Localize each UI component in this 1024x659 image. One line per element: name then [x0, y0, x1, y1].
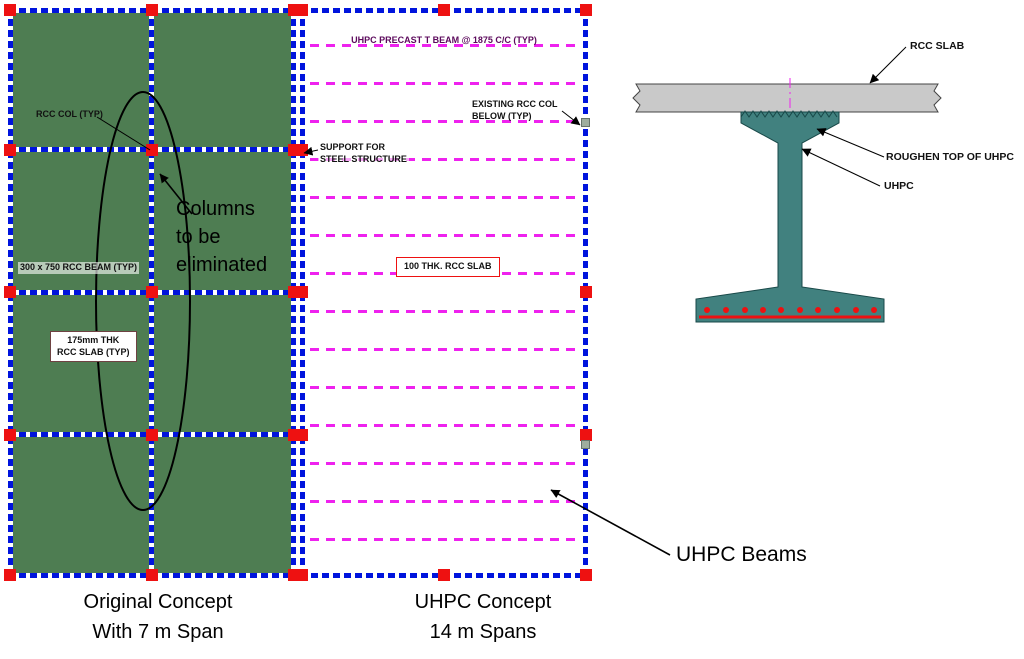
uhpc-caption-line1: UHPC Concept — [414, 591, 552, 613]
section-rcc-slab — [632, 83, 942, 113]
rcc-column-marker — [4, 286, 16, 298]
rcc-column-marker — [438, 569, 450, 581]
rcc-column-marker — [146, 144, 158, 156]
rcc-col-label: RCC COL (TYP) — [36, 109, 103, 119]
uhpc-precast-beam-line — [310, 462, 578, 465]
slab-panel — [13, 13, 149, 147]
slab-panel — [154, 437, 291, 573]
existing-col-label: EXISTING RCC COL BELOW (TYP) — [472, 99, 558, 122]
uhpc-precast-beam-line — [310, 310, 578, 313]
rcc-slab-box-line2: RCC SLAB (TYP) — [57, 346, 130, 357]
annotation-line1: Columns — [176, 198, 255, 220]
uhpc-concept-caption: UHPC Concept 14 m Spans — [368, 587, 598, 647]
rebar-dots — [704, 307, 877, 313]
rcc-column-marker — [146, 286, 158, 298]
uhpc-beams-callout: UHPC Beams — [676, 543, 807, 566]
section-uhpc-label: UHPC — [884, 180, 914, 192]
original-caption-line1: Original Concept — [83, 591, 233, 613]
support-line1: SUPPORT FOR — [320, 142, 386, 152]
roughen-zigzag — [740, 110, 838, 118]
uhpc-caption-line2: 14 m Spans — [429, 621, 537, 643]
slab-panel — [13, 437, 149, 573]
rcc-column-marker — [296, 144, 308, 156]
roughen-leader-arrow — [816, 128, 885, 158]
slab-panel — [154, 295, 291, 432]
rcc-column-marker — [296, 569, 308, 581]
rcc-column-marker — [4, 4, 16, 16]
uhpc-precast-beam-line — [310, 386, 578, 389]
original-concept-plan — [4, 4, 300, 581]
rcc-column-marker — [296, 286, 308, 298]
uhpc-precast-beam-line — [310, 82, 578, 85]
annotation-line3: eliminated — [176, 254, 268, 276]
section-roughen-label: ROUGHEN TOP OF UHPC — [886, 151, 1014, 163]
existing-col-line1: EXISTING RCC COL — [472, 99, 558, 109]
section-rcc-slab-label: RCC SLAB — [910, 40, 965, 52]
rcc-column-marker — [4, 144, 16, 156]
rcc-slab-box-line1: 175mm THK — [67, 335, 120, 345]
uhpc-precast-beam-line — [310, 538, 578, 541]
uhpc-precast-beam-line — [310, 120, 578, 123]
uhpc-precast-beam-line — [310, 196, 578, 199]
rcc-beam-label: 300 x 750 RCC BEAM (TYP) — [18, 262, 140, 274]
uhpc-precast-beam-line — [310, 348, 578, 351]
support-line2: STEEL STRUCTURE — [320, 153, 407, 164]
original-caption-line2: With 7 m Span — [92, 621, 224, 643]
uhpc-precast-beam-line — [310, 234, 578, 237]
rcc-column-marker — [4, 429, 16, 441]
original-concept-caption: Original Concept With 7 m Span — [38, 587, 278, 647]
uhpc-beam-lines — [300, 8, 588, 578]
columns-eliminated-annotation: Columns to be eliminated — [176, 195, 267, 279]
uhpc-slab-box-label: 100 THK. RCC SLAB — [396, 257, 500, 277]
rcc-column-marker — [296, 429, 308, 441]
uhpc-precast-beam-line — [310, 500, 578, 503]
rcc-column-marker — [438, 4, 450, 16]
rcc-column-marker — [146, 429, 158, 441]
support-label: SUPPORT FOR STEEL STRUCTURE — [318, 142, 409, 166]
rcc-column-marker — [146, 569, 158, 581]
existing-col-marker — [581, 440, 590, 449]
uhpc-t-beam-label: UHPC PRECAST T BEAM @ 1875 C/C (TYP) — [351, 35, 537, 45]
rcc-column-marker — [146, 4, 158, 16]
rcc-column-marker — [4, 569, 16, 581]
uhpc-girder — [695, 111, 885, 323]
rcc-slab-box-label: 175mm THK RCC SLAB (TYP) — [50, 331, 137, 363]
slab-panel — [13, 295, 149, 432]
rcc-column-marker — [580, 4, 592, 16]
rcc-column-marker — [580, 429, 592, 441]
existing-col-marker — [581, 118, 590, 127]
uhpc-precast-beam-line — [310, 158, 578, 161]
rcc-slab-leader-arrow — [869, 46, 907, 84]
annotation-line2: to be — [176, 226, 221, 248]
slab-panel — [154, 13, 291, 147]
uhpc-precast-beam-line — [310, 424, 578, 427]
existing-col-line2: BELOW (TYP) — [472, 110, 532, 121]
uhpc-precast-beam-line — [310, 44, 578, 47]
rcc-column-marker — [580, 286, 592, 298]
rcc-column-marker — [296, 4, 308, 16]
rcc-column-marker — [580, 569, 592, 581]
uhpc-leader-arrow — [801, 148, 881, 187]
uhpc-concept-plan — [296, 4, 592, 581]
